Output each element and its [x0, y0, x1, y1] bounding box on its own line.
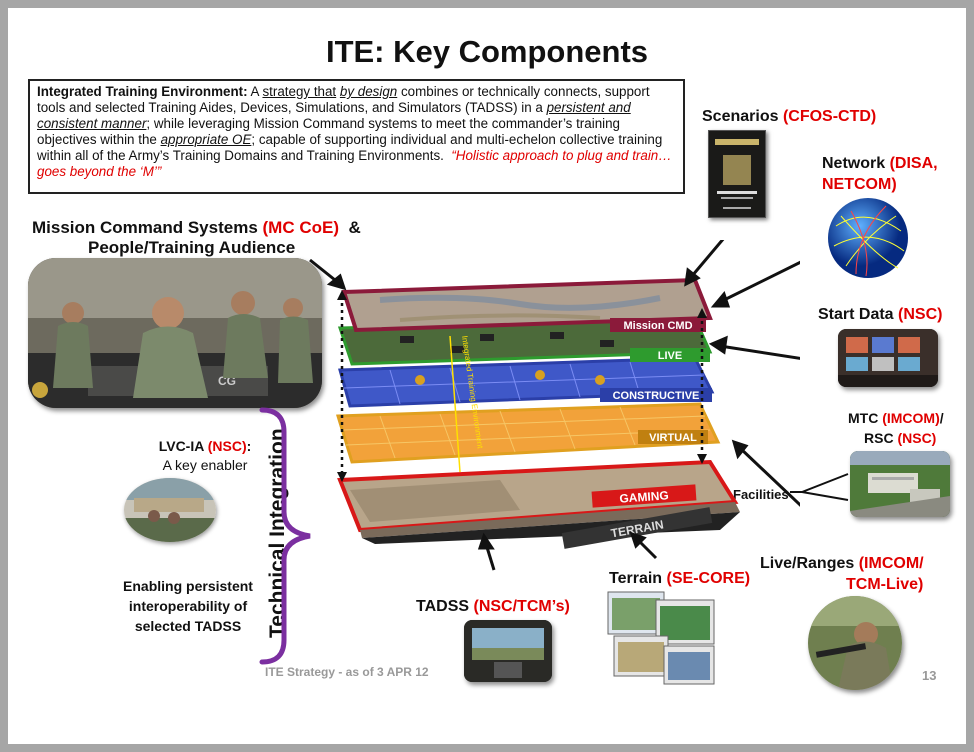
rsc-label: RSC (NSC) [864, 430, 937, 446]
definition-quote: “Holistic approach to plug and train…goe… [37, 148, 672, 179]
page-number: 13 [922, 668, 937, 683]
constructive-label-tag: CONSTRUCTIVE [600, 388, 712, 402]
definition-text: ; while leveraging Mission Command syste… [37, 116, 621, 147]
lvc-ia-label: LVC-IA (NSC): [158, 438, 252, 454]
start-data-image [838, 329, 938, 387]
definition-box: Integrated Training Environment: A strat… [28, 79, 685, 194]
network-org-label: NETCOM) [822, 176, 897, 193]
facilities-bracket [790, 473, 849, 501]
live-label: LIVE [658, 350, 682, 362]
enabling-text-2: interoperability of [128, 598, 248, 614]
definition-text: A [247, 84, 263, 99]
enabling-text-1: Enabling persistent [123, 578, 253, 594]
scenarios-document-image [708, 130, 766, 218]
tadss-simulator-image [464, 620, 552, 682]
lvc-ia-photo [124, 478, 216, 542]
terrain-label: Terrain (SE-CORE) [609, 570, 751, 587]
facilities-label: Facilities [733, 487, 789, 502]
constructive-label: CONSTRUCTIVE [613, 390, 700, 402]
soldiers-photo: CG [28, 258, 322, 408]
start-data-label: Start Data (NSC) [818, 306, 943, 323]
gaming-layer [337, 459, 740, 538]
network-globe-image [826, 196, 910, 280]
network-label: Network (DISA, [822, 155, 938, 172]
purple-brace [259, 407, 311, 665]
layer-stack-diagram: GAMING TERRAIN VIRTUAL CONSTRUCTIVE LIVE… [309, 240, 800, 571]
gaming-label: GAMING [619, 488, 669, 505]
virtual-label: VIRTUAL [649, 432, 697, 444]
definition-text: by design [339, 84, 398, 99]
definition-text: combines or technically connects, suppor… [37, 84, 650, 115]
slide-title: ITE: Key Components [325, 34, 649, 69]
definition-text: appropriate OE [160, 132, 252, 147]
definition-term: Integrated Training Environment: [37, 84, 248, 99]
live-ranges-label: Live/Ranges (IMCOM/ [760, 555, 924, 572]
live-ranges-org-label: TCM-Live) [846, 576, 924, 593]
key-enabler-label: A key enabler [162, 457, 248, 473]
enabling-text-3: selected TADSS [134, 618, 242, 634]
mission-cmd-label-tag: Mission CMD [610, 318, 706, 332]
scenarios-label: Scenarios (CFOS-CTD) [702, 108, 877, 125]
definition-text: persistent and consistent manner [37, 100, 631, 131]
people-label: People/Training Audience [88, 238, 296, 257]
footer-strategy: ITE Strategy - as of 3 APR 12 [265, 665, 429, 679]
arrows [309, 240, 800, 571]
definition-text: strategy that [262, 84, 337, 99]
terrain-software-image [606, 590, 716, 686]
mtc-facility-image [850, 451, 950, 517]
mission-cmd-layer [341, 277, 713, 333]
integration-line [449, 335, 461, 473]
gaming-label-tag: GAMING [591, 484, 697, 508]
live-label-tag: LIVE [630, 348, 710, 362]
mtc-label: MTC (IMCOM)/ [848, 410, 944, 426]
tadss-label: TADSS (NSC/TCM’s) [416, 598, 570, 615]
live-ranges-photo [808, 596, 902, 690]
virtual-label-tag: VIRTUAL [638, 430, 708, 444]
mission-command-label: Mission Command Systems (MC CoE) & [32, 218, 361, 237]
mission-cmd-label: Mission CMD [623, 320, 692, 332]
definition-text: ; capable of supporting individual and m… [37, 132, 663, 163]
